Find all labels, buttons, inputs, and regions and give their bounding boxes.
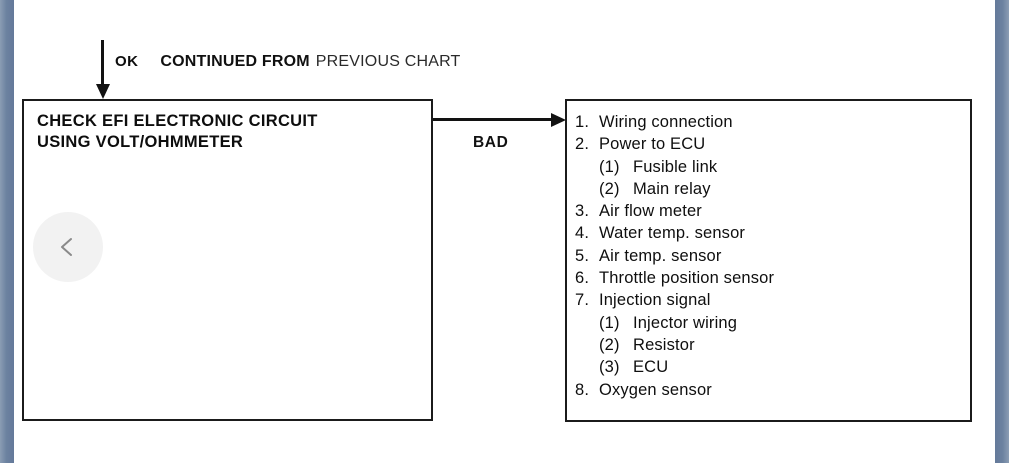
inspection-item-label: Resistor [633, 335, 695, 354]
inspection-subitem: (3) ECU [575, 356, 964, 378]
arrow-down-shaft [101, 40, 104, 88]
inspection-item-number: 4. [575, 224, 590, 243]
inspection-item: 8. Oxygen sensor [575, 379, 964, 401]
entry-continued-source: PREVIOUS CHART [315, 53, 461, 70]
inspection-items-list: 1. Wiring connection 2. Power to ECU (1) Fusi… [575, 111, 964, 401]
inspection-item: 2. Power to ECU [575, 133, 964, 155]
inspection-item: 4. Water temp. sensor [575, 222, 964, 244]
inspection-item: 6. Throttle position sensor [575, 267, 964, 289]
check-circuit-box-title: CHECK EFI ELECTRONIC CIRCUIT USING VOLT/… [37, 112, 318, 151]
inspection-item: 5. Air temp. sensor [575, 245, 964, 267]
inspection-item-label: Throttle position sensor [599, 269, 775, 288]
entry-result-label: OK [115, 53, 139, 70]
inspection-item-number: 1. [575, 113, 590, 131]
connector-label-bad: BAD [473, 134, 509, 151]
inspection-item-label: ECU [633, 358, 669, 377]
inspection-item-number: (1) [599, 157, 620, 176]
inspection-item-label: Fusible link [633, 157, 718, 176]
inspection-item-number: (1) [599, 313, 620, 332]
entry-label-row: OK CONTINUED FROM PREVIOUS CHART [115, 54, 461, 70]
inspection-item-number: (2) [599, 335, 620, 354]
arrow-down-head [96, 84, 110, 99]
inspection-item-label: Oxygen sensor [599, 380, 712, 399]
arrow-right-icon [433, 113, 567, 127]
inspection-item-label: Water temp. sensor [599, 224, 746, 243]
inspection-item: 1. Wiring connection [575, 111, 964, 133]
inspection-item-label: Wiring connection [599, 113, 733, 131]
inspection-subitem: (2) Main relay [575, 178, 964, 200]
inspection-item-label: Injection signal [599, 291, 711, 310]
inspection-item-label: Power to ECU [599, 135, 706, 154]
inspection-subitem: (1) Injector wiring [575, 312, 964, 334]
inspection-item-label: Air flow meter [599, 202, 702, 221]
inspection-subitem: (1) Fusible link [575, 156, 964, 178]
entry-continued-label: CONTINUED FROM [160, 53, 310, 70]
viewer-gutter-left [0, 0, 14, 463]
inspection-item-label: Main relay [633, 179, 711, 198]
scanned-page: OK CONTINUED FROM PREVIOUS CHART CHECK EFI… [14, 0, 995, 463]
inspection-item-number: 5. [575, 246, 590, 265]
inspection-item-label: Air temp. sensor [599, 246, 722, 265]
inspection-item-number: 7. [575, 291, 590, 310]
inspection-item-number: 2. [575, 135, 590, 154]
prev-page-button[interactable] [33, 212, 103, 282]
inspection-subitem: (2) Resistor [575, 334, 964, 356]
viewer-gutter-right [995, 0, 1009, 463]
inspection-item-number: (3) [599, 358, 620, 377]
arrow-down-icon [96, 40, 110, 100]
inspection-item-label: Injector wiring [633, 313, 738, 332]
inspection-item-number: 3. [575, 202, 590, 221]
chevron-left-icon [55, 234, 81, 260]
inspection-item-number: 8. [575, 380, 590, 399]
arrow-right-head [551, 113, 566, 127]
arrow-right-shaft [433, 118, 555, 121]
inspection-item-number: (2) [599, 179, 620, 198]
inspection-item-number: 6. [575, 269, 590, 288]
inspection-items-box: 1. Wiring connection 2. Power to ECU (1) Fusi… [565, 99, 972, 422]
inspection-item: 3. Air flow meter [575, 200, 964, 222]
inspection-item: 7. Injection signal [575, 289, 964, 311]
